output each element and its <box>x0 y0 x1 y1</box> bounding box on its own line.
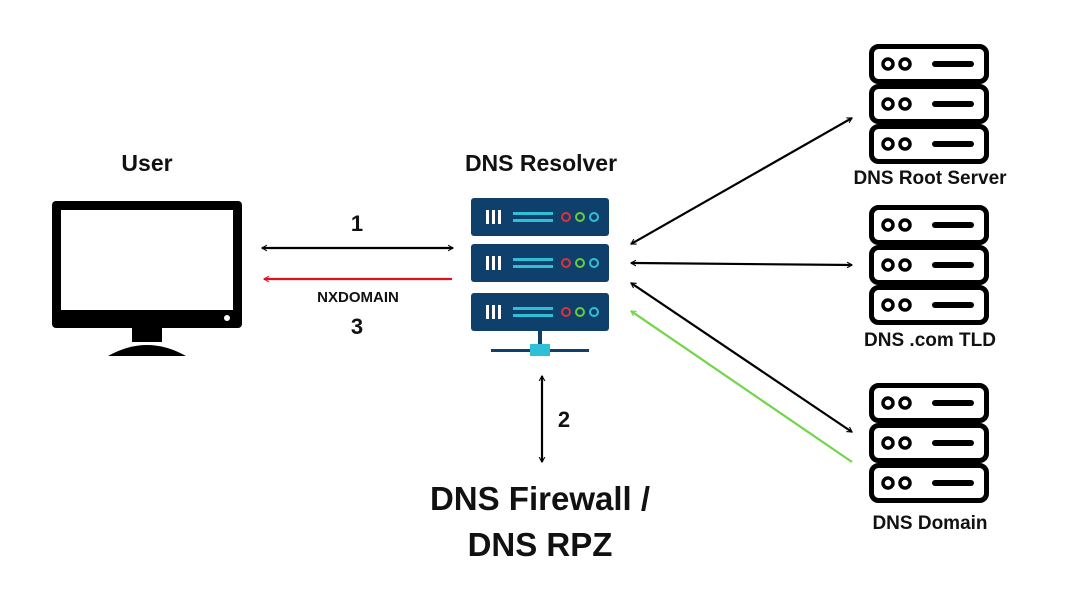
nxdomain-label: NXDOMAIN <box>317 289 399 306</box>
step-3-label: 3 <box>350 314 364 339</box>
dns-domain-server-icon <box>872 386 987 501</box>
resolver-label: DNS Resolver <box>464 150 618 176</box>
user-label: User <box>121 150 173 176</box>
firewall-label-line-2: DNS RPZ <box>467 526 613 563</box>
step-1-label: 1 <box>350 211 364 236</box>
domain-label: DNS Domain <box>872 513 988 534</box>
step-2-label: 2 <box>557 407 571 432</box>
firewall-label-line-1: DNS Firewall / <box>429 480 651 517</box>
dns-resolver-server-icon <box>470 197 610 356</box>
tld-label: DNS .com TLD <box>864 330 996 351</box>
dns-root-server-icon <box>872 47 987 162</box>
dns-tld-server-icon <box>872 208 987 323</box>
arrow-resolver-domain <box>630 282 853 433</box>
arrow-resolver-tld <box>629 259 854 269</box>
arrow-resolver-root <box>630 117 853 245</box>
arrow-domain-resolver-green <box>630 310 853 463</box>
root-server-label: DNS Root Server <box>853 168 1007 189</box>
monitor-icon <box>52 201 242 356</box>
